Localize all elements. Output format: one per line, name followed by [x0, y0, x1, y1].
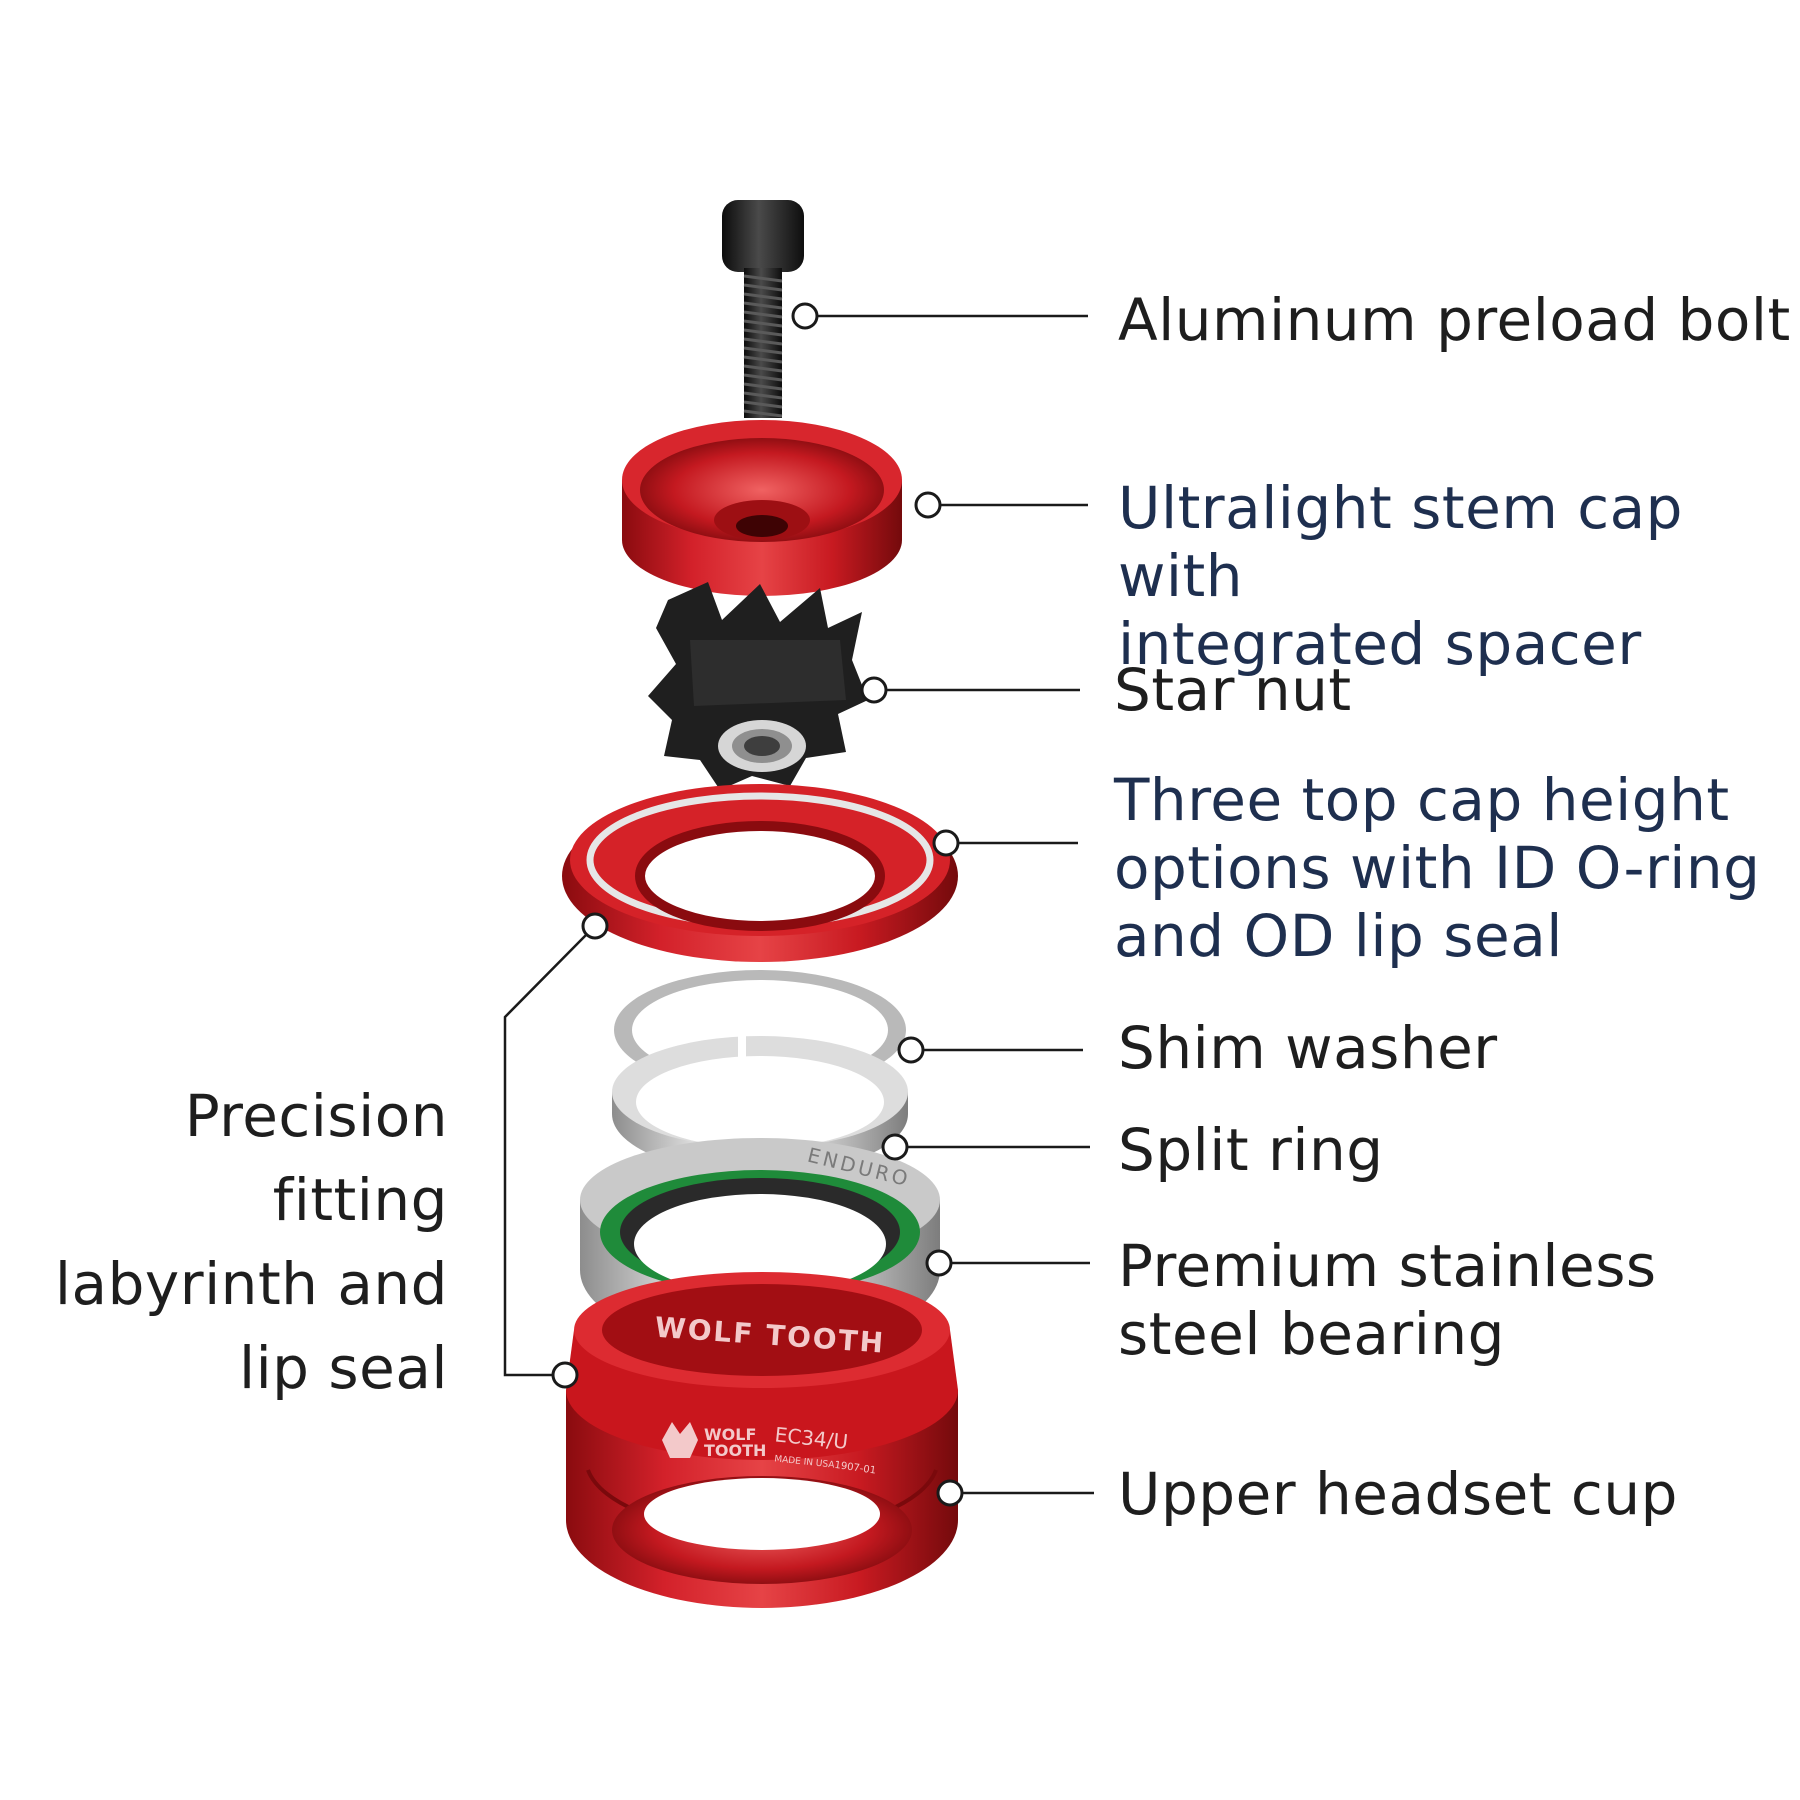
top-cap — [562, 784, 958, 962]
stem-cap — [622, 420, 902, 596]
star-nut — [648, 582, 868, 790]
circle-marker-icon — [936, 1479, 964, 1507]
label-headset-cup: Upper headset cup — [1118, 1460, 1678, 1528]
circle-marker-icon — [897, 1036, 925, 1064]
preload-bolt — [722, 200, 804, 418]
circle-marker-icon — [860, 676, 888, 704]
circle-marker-icon — [881, 1133, 909, 1161]
label-top-cap: Three top cap height options with ID O-r… — [1114, 766, 1761, 970]
leader-labyrinth-seal — [503, 934, 587, 1377]
circle-marker-icon — [925, 1249, 953, 1277]
label-stem-cap: Ultralight stem cap with integrated spac… — [1118, 474, 1684, 678]
circle-marker-icon — [932, 829, 960, 857]
label-split-ring: Split ring — [1118, 1116, 1384, 1184]
label-shim-washer: Shim washer — [1118, 1014, 1498, 1082]
upper-headset-cup — [566, 1272, 958, 1608]
label-preload-bolt: Aluminum preload bolt — [1118, 286, 1791, 354]
wolf-head-icon — [662, 1422, 698, 1458]
label-labyrinth-seal: Precision fitting labyrinth and lip seal — [54, 1082, 448, 1402]
circle-marker-icon — [581, 912, 609, 940]
circle-marker-icon — [914, 491, 942, 519]
label-star-nut: Star nut — [1114, 656, 1352, 724]
label-bearing: Premium stainless steel bearing — [1118, 1232, 1657, 1368]
circle-marker-icon — [791, 302, 819, 330]
circle-marker-icon — [551, 1361, 579, 1389]
leader-lines — [503, 314, 1094, 1495]
